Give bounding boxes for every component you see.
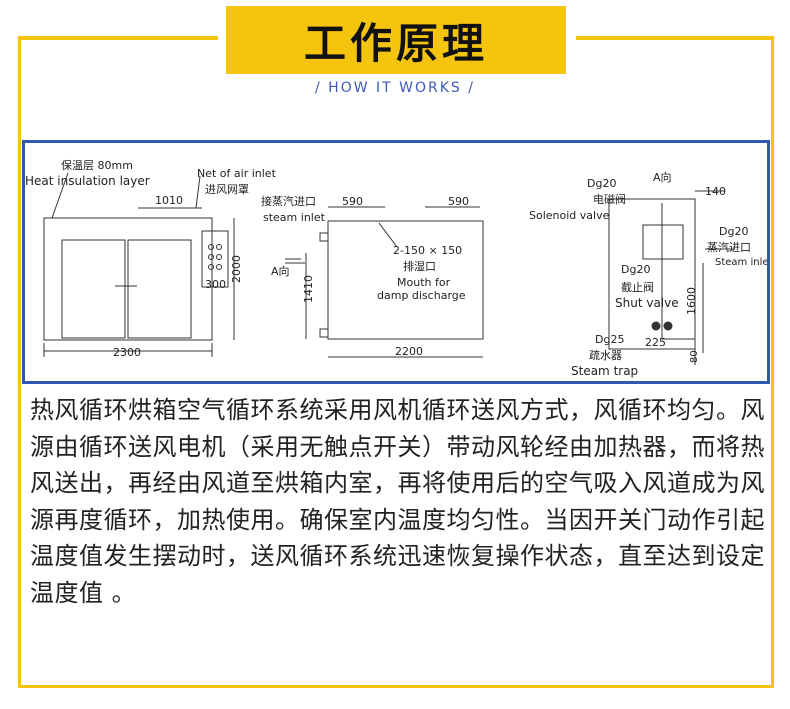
label-damp-cn: 排湿口 — [403, 259, 436, 273]
label-steam-inlet2-en: Steam inlet — [715, 257, 767, 268]
dim-140: 140 — [705, 185, 726, 198]
label-solenoid-en: Solenoid valve — [529, 209, 610, 222]
label-steam-inlet-cn: 接蒸汽进口 — [261, 194, 316, 208]
solenoid-valve-box — [642, 224, 684, 260]
right-door — [127, 239, 192, 339]
header-rule-left — [18, 36, 218, 40]
header-rule-right — [576, 36, 774, 40]
content-frame — [18, 38, 774, 688]
label-trap-cn: 疏水器 — [589, 348, 622, 362]
label-dg25: Dg25 — [595, 333, 624, 346]
page-subtitle: / HOW IT WORKS / — [315, 80, 475, 96]
dim-80: 80 — [689, 350, 700, 363]
label-shut-cn: 截止阀 — [621, 280, 654, 294]
label-insulation-cn: 保温层 80mm — [61, 158, 133, 172]
label-insulation-en: Heat insulation layer — [25, 174, 150, 188]
left-door — [61, 239, 126, 339]
dim-2200: 2200 — [395, 345, 423, 358]
page-title: 工作原理 — [303, 18, 488, 68]
dim-590-a: 590 — [342, 195, 363, 208]
label-dg20-1: Dg20 — [587, 177, 616, 190]
label-damp-en-2: damp discharge — [377, 289, 466, 302]
control-panel — [201, 230, 229, 288]
label-trap-en: Steam trap — [571, 364, 638, 378]
description-text: 热风循环烘箱空气循环系统采用风机循环送风方式，风循环均匀。风源由循环送风电机（采… — [30, 396, 765, 607]
dim-225: 225 — [645, 336, 666, 349]
label-a-dir-1: A向 — [271, 264, 290, 278]
dim-1410: 1410 — [302, 275, 315, 303]
oven-diagram: 保温层 80mm Heat insulation layer Net of ai… — [25, 158, 773, 378]
label-damp-en-1: Mouth for — [397, 276, 451, 289]
diagram-panel: 保温层 80mm Heat insulation layer Net of ai… — [22, 140, 773, 384]
label-steam-inlet2-cn: 蒸汽进口 — [707, 240, 751, 254]
label-dg20-3: Dg20 — [621, 263, 650, 276]
title-banner: 工作原理 — [226, 6, 566, 74]
oven-front-view — [43, 217, 213, 341]
dim-2300: 2300 — [113, 346, 141, 359]
label-solenoid-cn: 电磁阀 — [593, 192, 626, 206]
piping-cabinet — [608, 198, 696, 350]
label-net-inlet-en: Net of air inlet — [197, 167, 277, 180]
dim-2000: 2000 — [230, 255, 243, 283]
label-a-dir-2: A向 — [653, 170, 672, 184]
dim-300: 300 — [205, 278, 226, 291]
dim-1600: 1600 — [685, 287, 698, 315]
label-damp-spec: 2-150 × 150 — [393, 244, 462, 257]
label-shut-en: Shut valve — [615, 296, 679, 310]
label-steam-inlet-en: steam inlet — [263, 211, 326, 224]
dim-590-b: 590 — [448, 195, 469, 208]
label-net-inlet-cn: 进风网罩 — [205, 183, 249, 196]
dim-1010: 1010 — [155, 194, 183, 207]
label-dg20-2: Dg20 — [719, 225, 748, 238]
